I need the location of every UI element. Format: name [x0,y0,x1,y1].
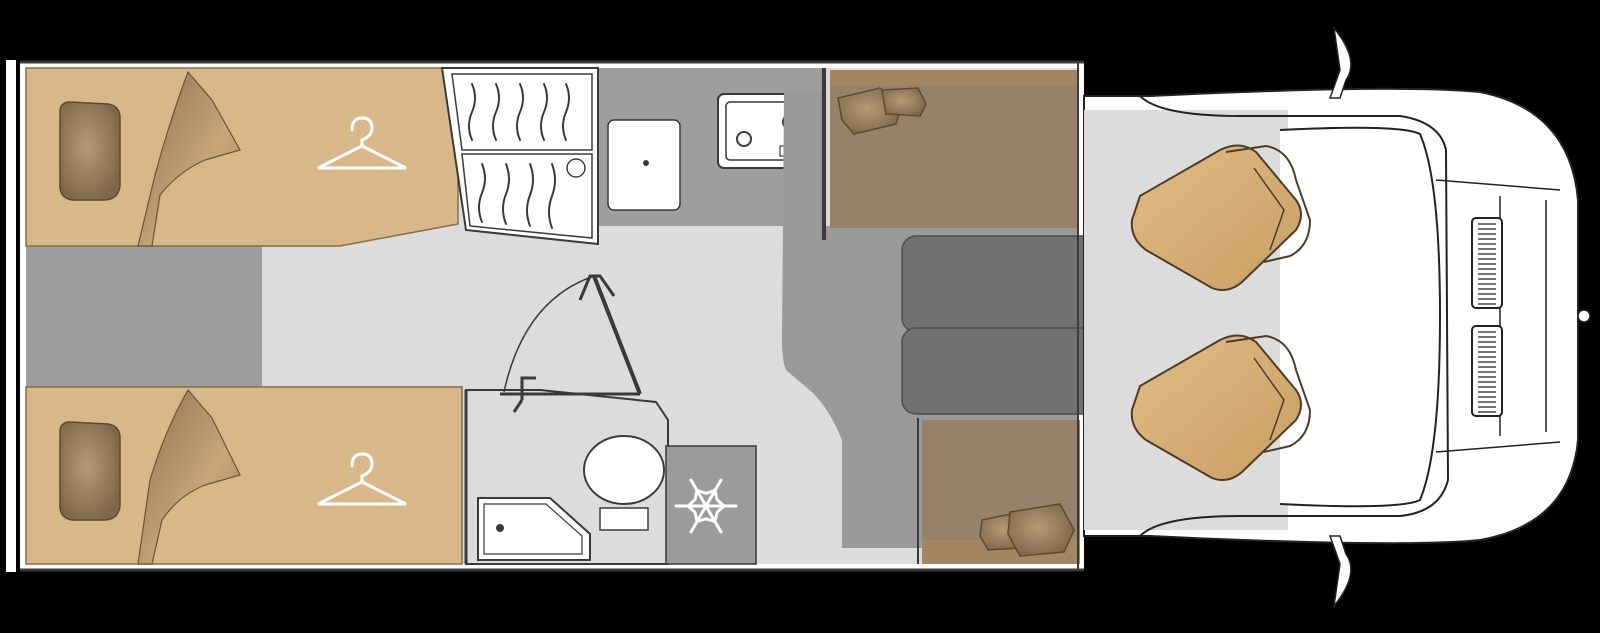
snowflake-arm [704,498,738,514]
hanger-icon [317,116,407,170]
cab [1083,25,1591,609]
pillow-icon [59,421,121,521]
washroom [465,274,669,565]
hanger-line [526,163,534,227]
pillow-icon [881,87,927,117]
grille-vent [1471,325,1503,417]
pillow-icon [1007,503,1075,557]
snowflake-arm [704,478,723,508]
fridge [665,445,757,565]
hanger-line [562,83,570,141]
hanger-line [478,163,486,223]
hanger-line [492,83,500,141]
partition-lines [20,60,1084,572]
mirror-right [1328,535,1352,609]
rear-bed-left [25,67,459,247]
mirror-left [1328,25,1352,99]
hanger-line [516,83,524,141]
snowflake-arm [689,504,708,534]
snowflake-icon [674,478,738,534]
snowflake-arm [674,498,708,514]
hanger-line [468,83,476,141]
hanger-line [502,163,510,225]
windscreen [1279,126,1442,508]
rear-bed-right [25,386,463,565]
wardrobe [440,67,599,246]
passenger-seat [1130,334,1312,481]
snowflake-arm [689,478,708,508]
dinette [830,70,1099,564]
blanket-fold [137,388,241,565]
hanger-line [548,163,556,229]
driver-seat [1130,144,1312,291]
toilet [583,435,665,505]
pillow-icon [59,101,121,201]
hanger-icon [317,452,407,506]
shower-tray [477,497,591,561]
blanket-fold [137,70,241,247]
rear-bumper [6,60,16,572]
dinette-table [901,235,1099,333]
hanger-line [540,83,548,141]
grille-vent [1471,217,1503,309]
snowflake-arm [704,504,723,534]
bed-aisle [26,246,262,387]
